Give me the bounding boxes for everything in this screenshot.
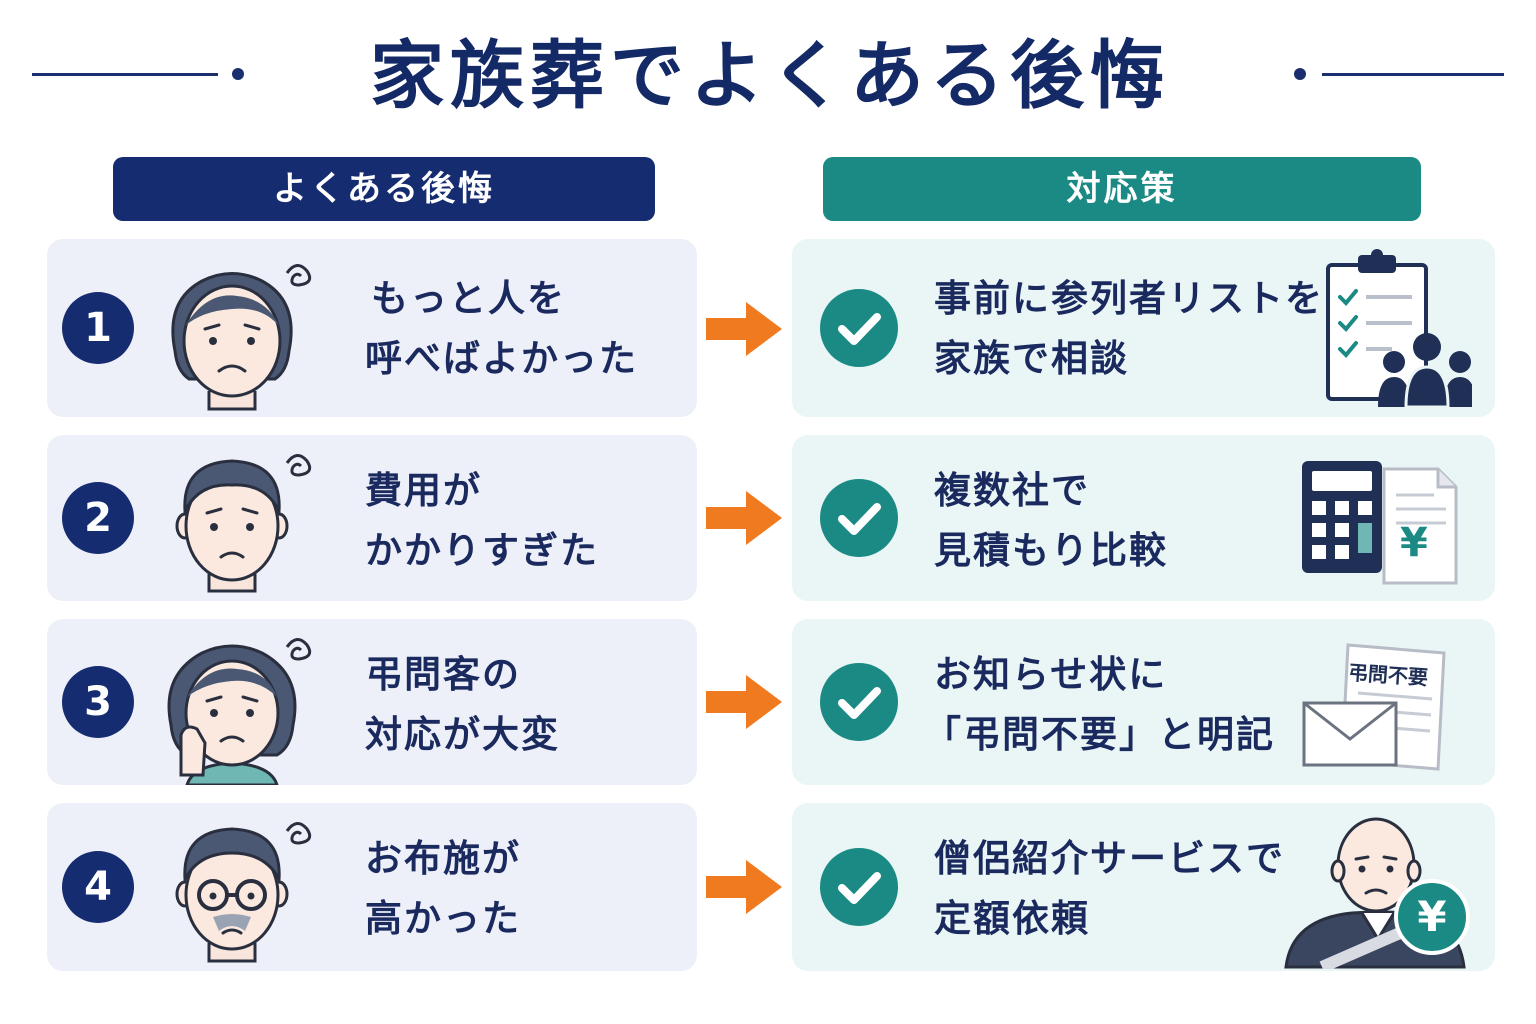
title-dot-left (232, 68, 244, 80)
solution-text: お知らせ状に 「弔問不要」と明記 (924, 645, 1275, 765)
solution-card-2: 複数社で 見積もり比較 ¥ (792, 435, 1495, 601)
solution-line: 定額依頼 (934, 897, 1090, 940)
solution-line: 見積もり比較 (934, 529, 1168, 572)
regrets-header: よくある後悔 (113, 157, 655, 221)
row-number-badge: 1 (62, 292, 134, 364)
regret-text: 弔問客の 対応が大変 (365, 645, 560, 765)
regret-card-3: 3 弔問客の 対応が大変 (47, 619, 697, 785)
solution-text: 僧侶紹介サービスで 定額依頼 (934, 829, 1285, 949)
solution-card-1: 事前に参列者リストを 家族で相談 (792, 239, 1495, 417)
title-bar: 家族葬でよくある後悔 (0, 28, 1536, 128)
regret-line: 呼べばよかった (365, 337, 638, 380)
check-icon (820, 848, 898, 926)
solution-line: 家族で相談 (934, 337, 1129, 380)
row-number-badge: 4 (62, 851, 134, 923)
regret-line: 弔問客の (365, 653, 521, 696)
worried-man-icon (175, 454, 312, 593)
solution-line: お知らせ状に (934, 653, 1168, 696)
row-number-badge: 3 (62, 666, 134, 738)
check-icon (820, 663, 898, 741)
regret-line: お布施が (365, 837, 521, 880)
solutions-header: 対応策 (823, 157, 1421, 221)
regret-card-4: 4 お布施が 高かった (47, 803, 697, 971)
regret-card-2: 2 費用が かかりすぎた (47, 435, 697, 601)
regret-line: かかりすぎた (365, 529, 599, 572)
worried-elder-icon (175, 822, 312, 963)
worried-woman-icon (171, 264, 312, 411)
regret-text: お布施が 高かった (365, 829, 521, 949)
page-title: 家族葬でよくある後悔 (370, 33, 1170, 119)
regret-line: 高かった (365, 897, 521, 940)
regret-card-1: 1 もっと人を 呼べばよかった (47, 239, 697, 417)
regret-line: 対応が大変 (365, 713, 560, 756)
arrow-right-icon (706, 860, 782, 914)
regret-line: 費用が (365, 469, 482, 512)
yen-coin-symbol: ¥ (1417, 892, 1447, 941)
yen-symbol: ¥ (1400, 520, 1428, 566)
monk-icon (1284, 817, 1470, 969)
title-rule-left (32, 73, 218, 76)
regret-line: もっと人を (371, 277, 566, 320)
calculator-document-icon (1302, 461, 1458, 585)
solution-card-3: お知らせ状に 「弔問不要」と明記 弔問不要 (792, 619, 1495, 785)
title-rule-right (1322, 73, 1504, 76)
troubled-woman-icon (167, 638, 312, 785)
solution-line: 複数社で (934, 469, 1090, 512)
arrow-right-icon (706, 491, 782, 545)
check-icon (820, 289, 898, 367)
solution-text: 事前に参列者リストを 家族で相談 (934, 269, 1324, 389)
solution-card-4: 僧侶紹介サービスで 定額依頼 ¥ (792, 803, 1495, 971)
solution-text: 複数社で 見積もり比較 (934, 461, 1168, 581)
arrow-right-icon (706, 302, 782, 356)
clipboard-group-icon (1326, 249, 1472, 407)
solution-line: 僧侶紹介サービスで (934, 837, 1285, 880)
row-number-badge: 2 (62, 482, 134, 554)
envelope-notice-icon (1302, 643, 1446, 771)
solution-line: 「弔問不要」と明記 (924, 713, 1275, 756)
arrow-right-icon (706, 675, 782, 729)
regret-text: もっと人を 呼べばよかった (365, 269, 638, 389)
solution-line: 事前に参列者リストを (934, 277, 1324, 320)
check-icon (820, 479, 898, 557)
regret-text: 費用が かかりすぎた (365, 461, 599, 581)
title-dot-right (1294, 68, 1306, 80)
